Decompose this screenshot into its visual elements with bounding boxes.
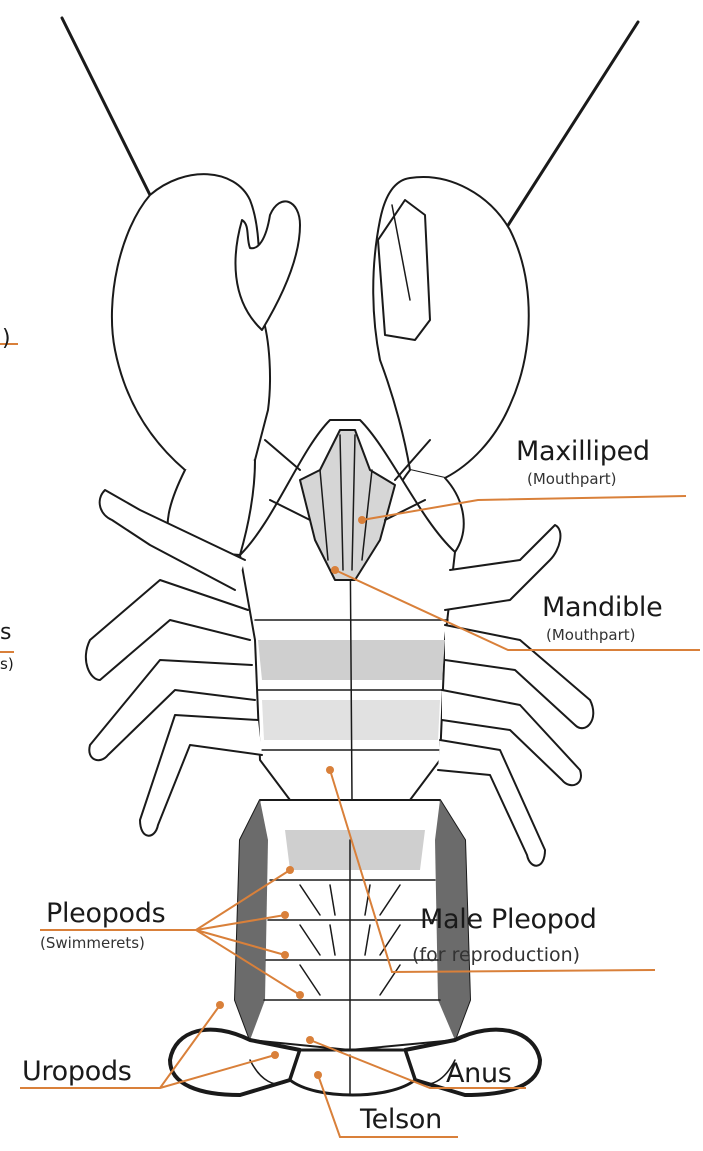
cut-off-label-top: ) bbox=[2, 326, 11, 351]
left-claw bbox=[112, 174, 270, 475]
male-pleopod-label: Male Pleopod bbox=[420, 904, 597, 935]
maxilliped-label: Maxilliped bbox=[516, 436, 650, 467]
telson-label: Telson bbox=[360, 1104, 442, 1135]
left-antenna bbox=[62, 18, 150, 195]
pleopods-label: Pleopods bbox=[46, 898, 165, 929]
cut-off-label-mid-sub: s) bbox=[0, 655, 14, 673]
cut-off-label-mid: s bbox=[0, 620, 11, 645]
right-antenna bbox=[505, 22, 638, 230]
pleopods-note: (Swimmerets) bbox=[40, 934, 145, 952]
anus-label: Anus bbox=[446, 1058, 512, 1089]
mandible-label: Mandible bbox=[542, 592, 662, 623]
mandible-note: (Mouthpart) bbox=[546, 626, 635, 644]
male-pleopod-note: (for reproduction) bbox=[412, 944, 580, 966]
left-leg-4 bbox=[140, 715, 262, 836]
uropods-label: Uropods bbox=[22, 1056, 132, 1087]
maxilliped-note: (Mouthpart) bbox=[527, 470, 616, 488]
